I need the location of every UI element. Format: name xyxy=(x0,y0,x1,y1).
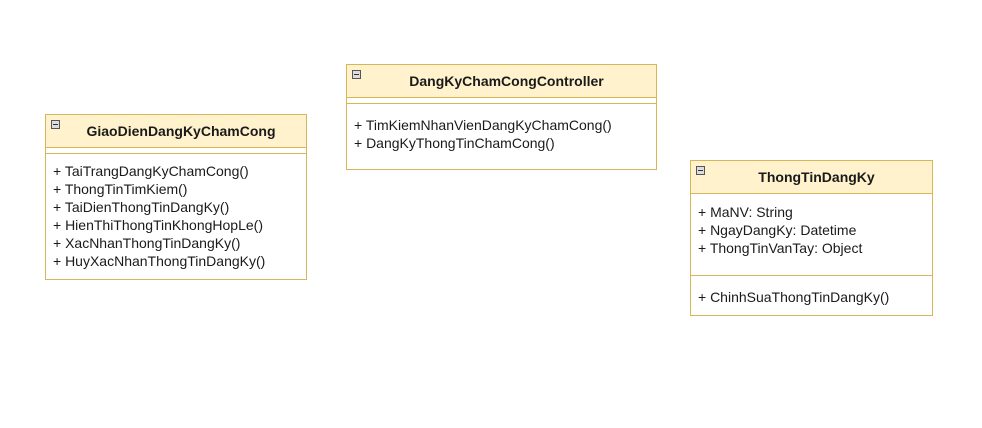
attribute: + MaNV: String xyxy=(698,204,793,220)
class-name: DangKyChamCongController xyxy=(409,73,604,89)
attributes-section: + MaNV: String + NgayDangKy: Datetime + … xyxy=(691,194,932,276)
class-header: ThongTinDangKy xyxy=(691,161,932,194)
method: + ThongTinTimKiem() xyxy=(53,181,188,197)
class-thongtindangky[interactable]: ThongTinDangKy + MaNV: String + NgayDang… xyxy=(690,160,933,316)
attributes-section xyxy=(347,98,656,104)
class-name: ThongTinDangKy xyxy=(758,169,875,185)
method: + HienThiThongTinKhongHopLe() xyxy=(53,217,263,233)
methods-section: + TaiTrangDangKyChamCong() + ThongTinTim… xyxy=(46,154,306,273)
attribute: + ThongTinVanTay: Object xyxy=(698,240,863,256)
class-dangkychamcongcontroller[interactable]: DangKyChamCongController + TimKiemNhanVi… xyxy=(346,64,657,170)
attributes-section xyxy=(46,148,306,154)
method: + HuyXacNhanThongTinDangKy() xyxy=(53,253,266,269)
collapse-icon[interactable] xyxy=(352,70,361,79)
class-giaodiendangkychamcong[interactable]: GiaoDienDangKyChamCong + TaiTrangDangKyC… xyxy=(45,114,307,280)
methods-section: + ChinhSuaThongTinDangKy() xyxy=(691,276,932,309)
method: + DangKyThongTinChamCong() xyxy=(354,135,555,151)
collapse-icon[interactable] xyxy=(51,120,60,129)
class-header: DangKyChamCongController xyxy=(347,65,656,98)
method: + XacNhanThongTinDangKy() xyxy=(53,235,241,251)
methods-section: + TimKiemNhanVienDangKyChamCong() + Dang… xyxy=(347,104,656,155)
method: + ChinhSuaThongTinDangKy() xyxy=(698,289,890,305)
attribute: + NgayDangKy: Datetime xyxy=(698,222,857,238)
method: + TimKiemNhanVienDangKyChamCong() xyxy=(354,117,612,133)
method: + TaiDienThongTinDangKy() xyxy=(53,199,230,215)
class-name: GiaoDienDangKyChamCong xyxy=(86,123,276,139)
collapse-icon[interactable] xyxy=(696,166,705,175)
method: + TaiTrangDangKyChamCong() xyxy=(53,163,249,179)
class-header: GiaoDienDangKyChamCong xyxy=(46,115,306,148)
